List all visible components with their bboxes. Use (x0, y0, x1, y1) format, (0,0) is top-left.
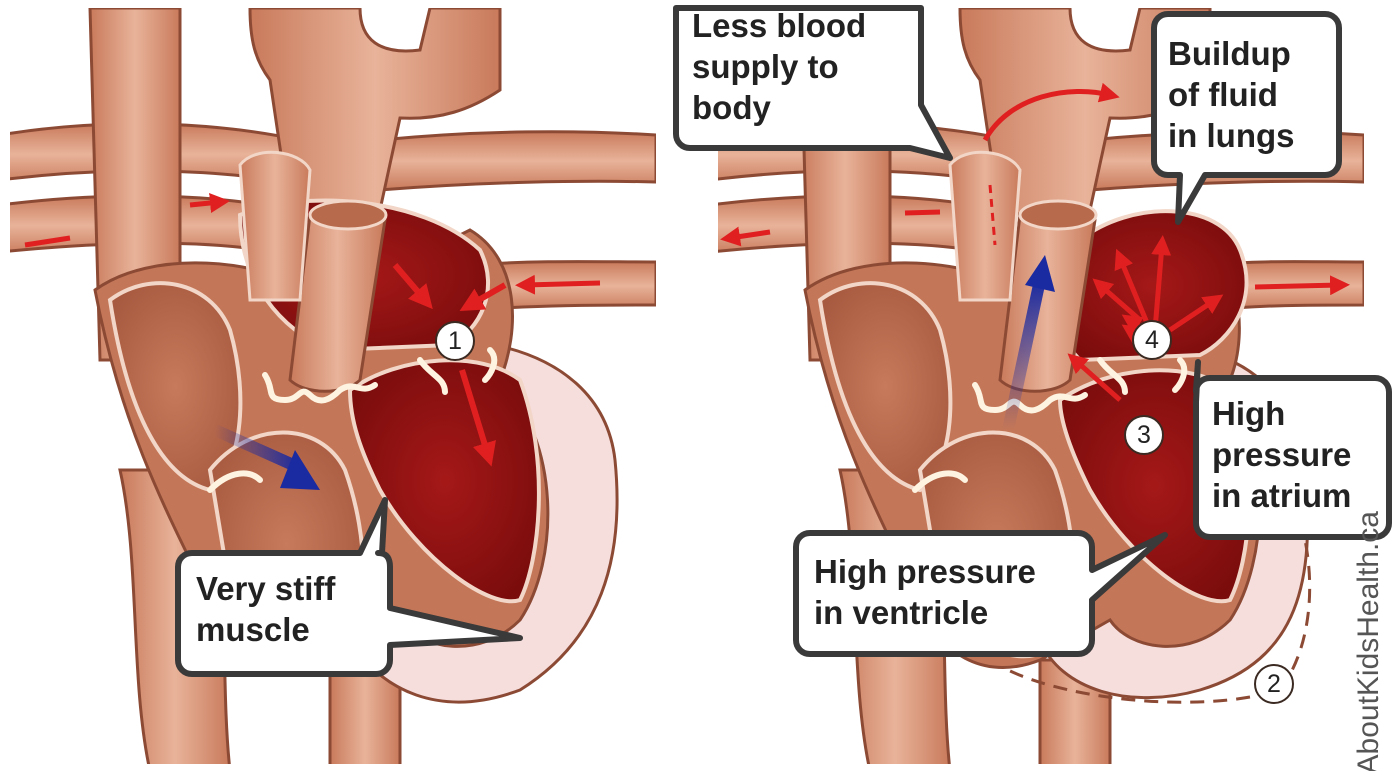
marker-3: 3 (1124, 415, 1164, 455)
callout-high-pressure-atrium: High pressure in atrium (1212, 393, 1351, 516)
callout-less-blood-supply: Less blood supply to body (692, 5, 866, 128)
marker-1: 1 (435, 321, 475, 361)
source-credit: AboutKidsHealth.ca (1352, 511, 1386, 771)
callout-very-stiff-muscle: Very stiff muscle (196, 568, 335, 650)
callout-high-pressure-ventricle: High pressure in ventricle (814, 551, 1036, 633)
marker-4: 4 (1132, 320, 1172, 360)
callout-buildup-fluid-lungs: Buildup of fluid in lungs (1168, 33, 1295, 156)
marker-2: 2 (1254, 664, 1294, 704)
